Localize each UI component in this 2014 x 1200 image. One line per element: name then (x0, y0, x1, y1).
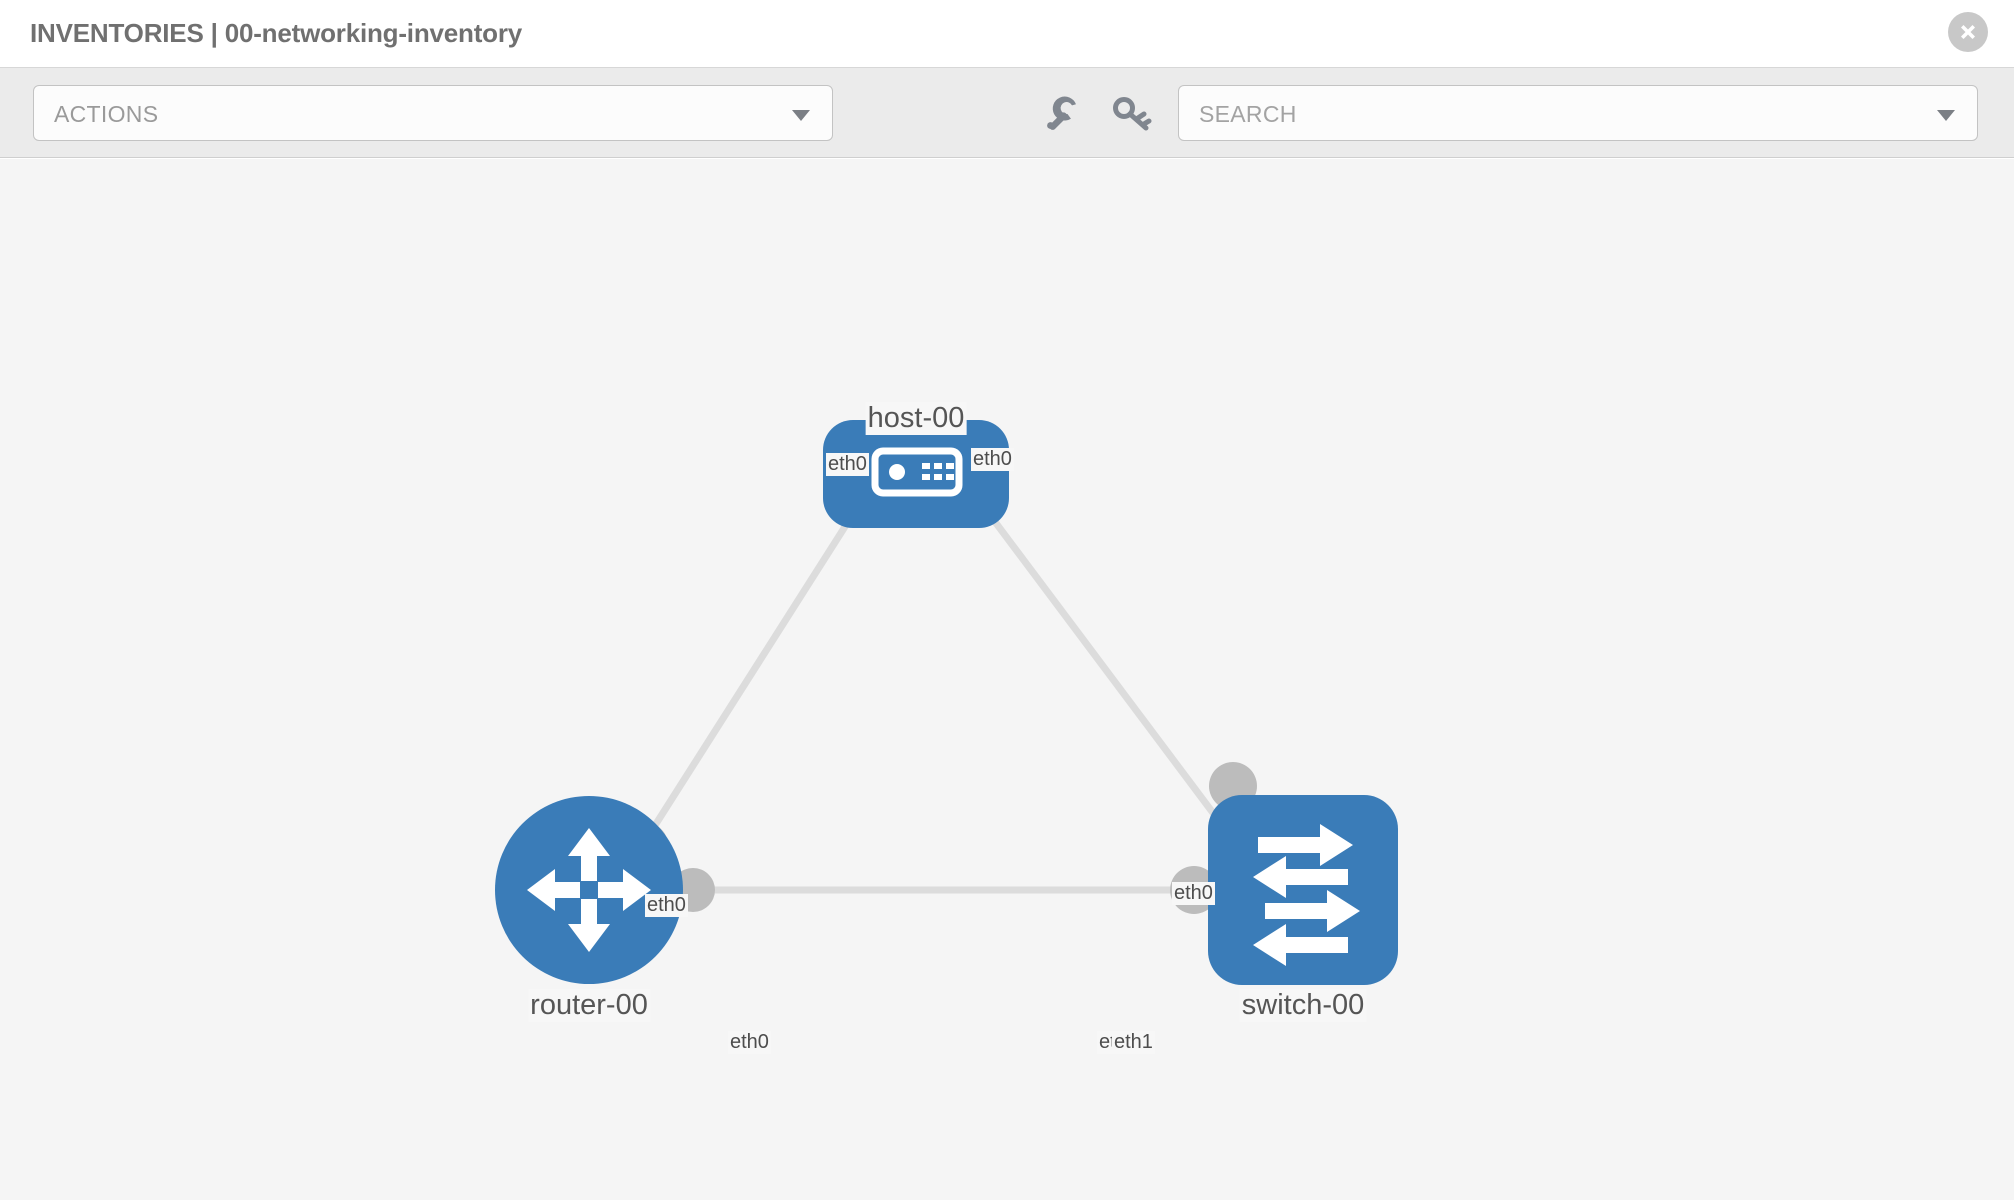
iface-label-switch00-eth0-up: eth0 (1172, 882, 1215, 905)
node-label-switch-00: switch-00 (1239, 989, 1367, 1022)
node-router-00 (495, 796, 683, 984)
inventory-toolbar: ACTIONS (0, 68, 2014, 158)
node-label-host-00: host-00 (865, 402, 967, 435)
search-input[interactable] (1197, 86, 1921, 142)
switch-arrows-icon (1253, 824, 1360, 966)
iface-label-host00-eth0-left: eth0 (826, 453, 869, 476)
server-icon (871, 447, 963, 497)
page-title: INVENTORIES | 00-networking-inventory (30, 18, 523, 48)
actions-dropdown[interactable]: ACTIONS (33, 85, 833, 141)
iface-label-router00-eth0-up: eth0 (645, 894, 688, 917)
node-label-router-00: router-00 (528, 989, 650, 1022)
search-box[interactable] (1178, 85, 1978, 142)
node-switch-00 (1208, 795, 1398, 985)
wrench-icon[interactable] (1040, 90, 1086, 136)
link-host00-switch00 (945, 456, 1243, 852)
node-host-00 (823, 420, 1009, 528)
window-titlebar: INVENTORIES | 00-networking-inventory (0, 0, 2014, 68)
iface-label-host00-eth0-right: eth0 (971, 448, 1014, 471)
router-arrows-icon (527, 828, 651, 952)
iface-label-router00-eth0-right: eth0 (728, 1031, 771, 1054)
chevron-down-icon[interactable] (1937, 110, 1955, 121)
actions-dropdown-label: ACTIONS (54, 101, 159, 127)
iface-label-switch00-eth1: eth1 (1112, 1031, 1155, 1054)
chevron-down-icon (792, 110, 810, 121)
topology-graph (495, 420, 1398, 985)
key-icon[interactable] (1108, 90, 1154, 136)
topology-canvas[interactable]: host-00 router-00 switch-00 eth0 eth0 et… (0, 159, 2014, 1200)
close-icon[interactable] (1948, 12, 1988, 52)
